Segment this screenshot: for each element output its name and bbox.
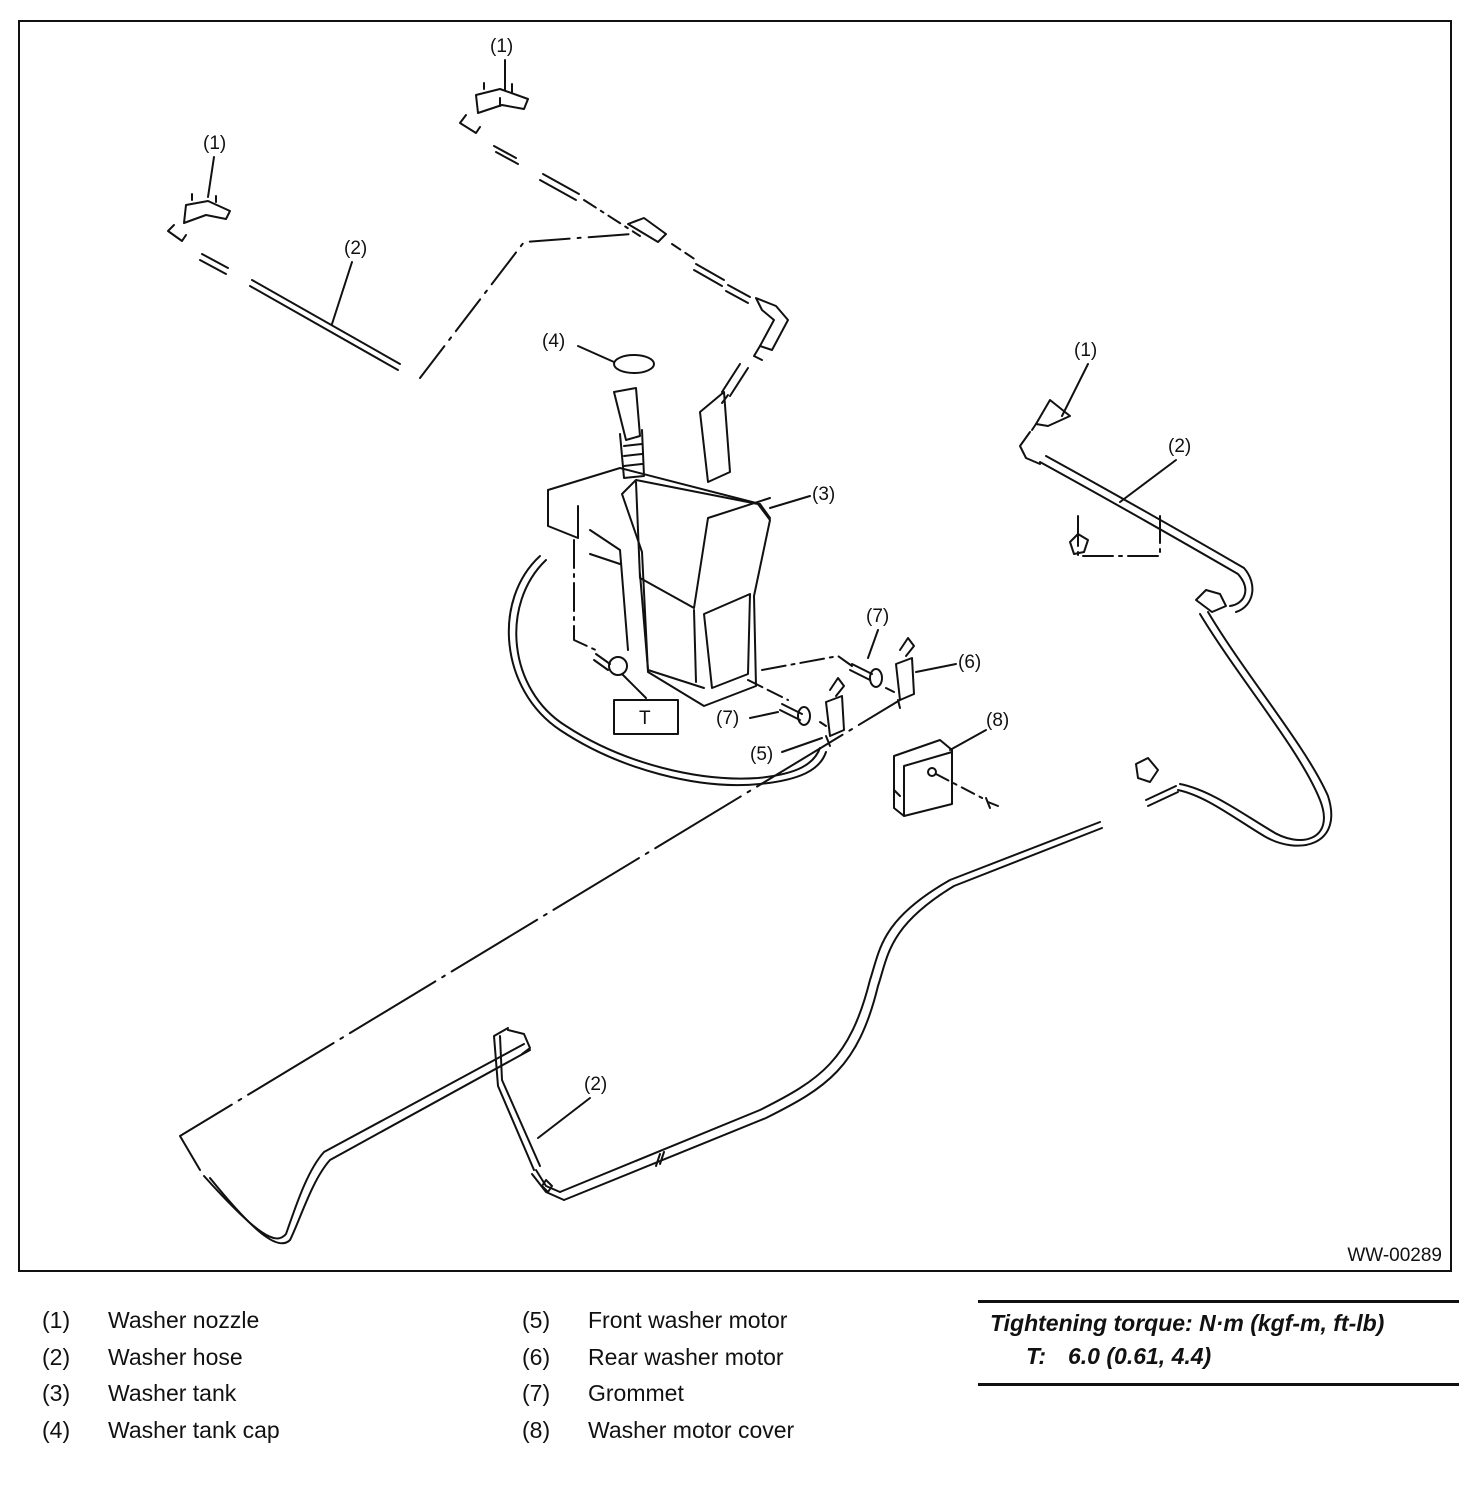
leader-hose-bottom <box>537 1097 591 1139</box>
callout-grommet-lower: (7) <box>716 708 739 729</box>
legend-item: (2)Washer hose <box>42 1343 243 1370</box>
svg-text:T: T <box>639 708 651 729</box>
callout-hose-left: (2) <box>344 238 367 259</box>
callout-cap: (4) <box>542 331 565 352</box>
leader-nozzle-right <box>1061 363 1089 417</box>
leader-grommet-upper <box>867 629 879 659</box>
callout-hose-bottom: (2) <box>584 1074 607 1095</box>
washer-hose-left <box>167 224 633 379</box>
legend-left: (1)Washer nozzle (2)Washer hose (3)Washe… <box>42 1302 280 1448</box>
legend-item: (5)Front washer motor <box>522 1307 788 1333</box>
leader-rear-motor <box>915 663 957 673</box>
leader-tank <box>769 495 811 509</box>
leader-front-motor <box>781 737 823 753</box>
tank-bolt <box>593 653 628 676</box>
washer-hose-loop <box>507 555 827 787</box>
washer-hose-right <box>1019 431 1333 847</box>
torque-box: T <box>613 699 679 735</box>
washer-tank-cap <box>613 354 655 374</box>
legend-item: (6)Rear washer motor <box>522 1343 784 1370</box>
torque-value: 6.0 (0.61, 4.4) <box>1068 1343 1212 1369</box>
legend-right: (5)Front washer motor (6)Rear washer mot… <box>522 1302 794 1448</box>
callout-tank: (3) <box>812 484 835 505</box>
rear-washer-motor <box>885 637 915 709</box>
legend-item: (4)Washer tank cap <box>42 1416 280 1443</box>
torque-title: Tightening torque: N·m (kgf-m, ft-lb) <box>990 1310 1385 1336</box>
grommet-lower <box>779 703 811 726</box>
legend-item: (7)Grommet <box>522 1380 684 1406</box>
leader-nozzle-left <box>207 156 215 198</box>
legend-item: (8)Washer motor cover <box>522 1416 795 1443</box>
washer-nozzle-top <box>475 82 529 114</box>
washer-hose-front-upper <box>459 114 789 404</box>
leader-torque <box>621 673 647 699</box>
diagram-frame: (1) (1) (2) (4) <box>18 20 1452 1272</box>
callout-nozzle-left: (1) <box>203 133 226 154</box>
leader-cap <box>577 345 615 363</box>
leader-cover <box>949 729 987 751</box>
callout-hose-right: (2) <box>1168 436 1191 457</box>
legend-item: (1)Washer nozzle <box>42 1307 260 1333</box>
washer-nozzle-right <box>1031 399 1071 431</box>
callout-cover: (8) <box>986 710 1009 731</box>
callout-nozzle-top: (1) <box>490 36 513 57</box>
callout-rear-motor: (6) <box>958 652 981 673</box>
grommet-upper <box>849 663 883 688</box>
callout-nozzle-right: (1) <box>1074 340 1097 361</box>
torque-row: T: 6.0 (0.61, 4.4) <box>978 1339 1459 1373</box>
washer-hose-bottom <box>179 699 1179 1245</box>
torque-key: T: <box>1026 1343 1047 1369</box>
washer-motor-cover <box>893 739 999 817</box>
washer-tank <box>547 387 853 707</box>
washer-nozzle-left <box>183 193 231 224</box>
callout-grommet-upper: (7) <box>866 606 889 627</box>
figure-id: WW-00289 <box>1347 1245 1442 1266</box>
callout-front-motor: (5) <box>750 744 773 765</box>
leader-grommet-lower <box>749 711 779 719</box>
hose-clip <box>1135 757 1159 783</box>
washer-system-diagram: (1) (1) (2) (4) <box>167 36 1333 1245</box>
torque-spec: Tightening torque: N·m (kgf-m, ft-lb) T:… <box>978 1300 1459 1386</box>
leader-hose-right <box>1119 459 1177 503</box>
front-washer-motor <box>819 677 845 747</box>
legend-item: (3)Washer tank <box>42 1380 237 1406</box>
leader-hose-left <box>331 261 353 325</box>
